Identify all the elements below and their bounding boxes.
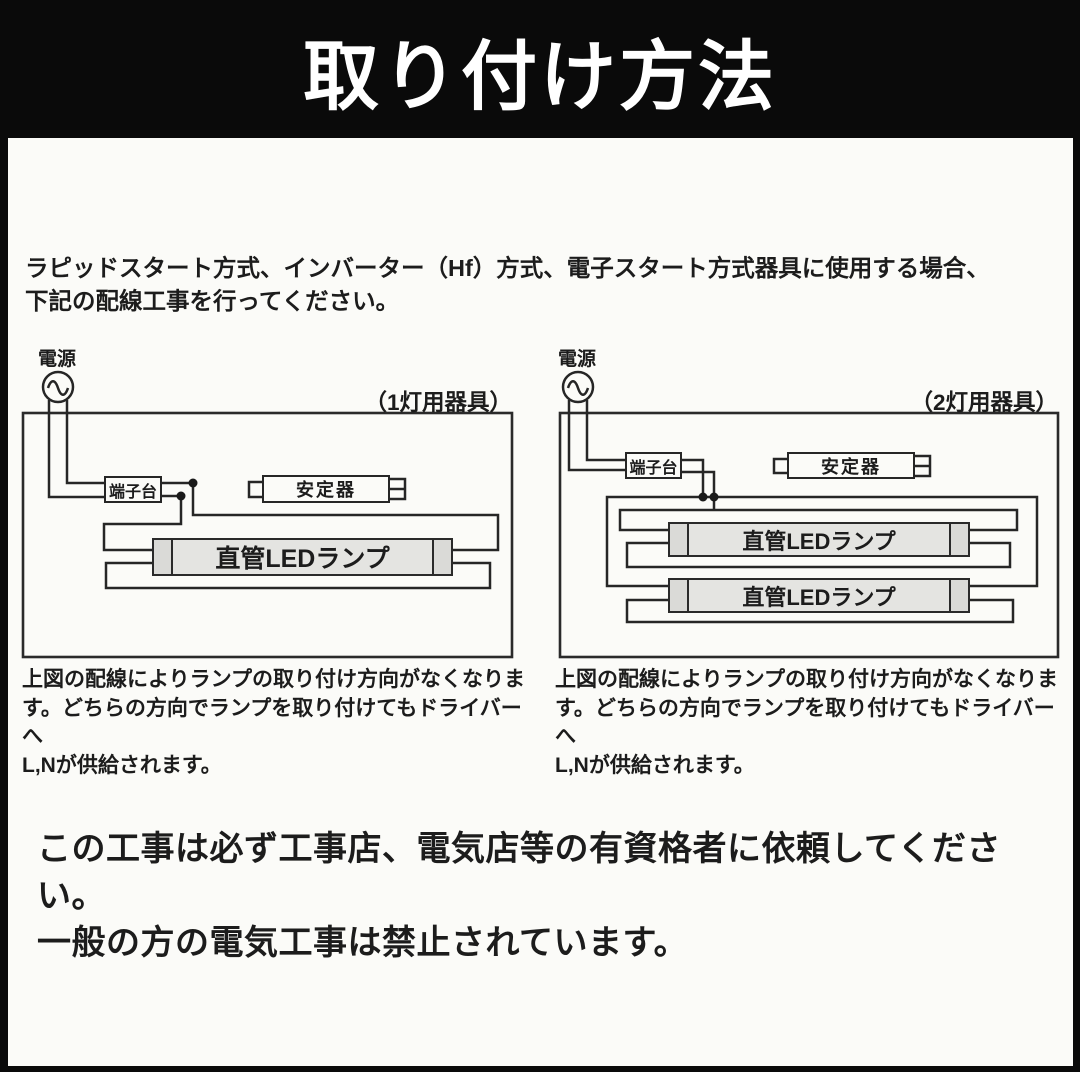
- power-label: 電源: [558, 349, 597, 370]
- terminal-block: 端子台: [625, 452, 682, 479]
- junction-dot: [176, 491, 186, 501]
- lamp-end-cap: [949, 580, 968, 611]
- lamp-end-cap: [670, 524, 689, 555]
- wire: [567, 400, 625, 472]
- led-lamp: 直管LEDランプ: [152, 538, 453, 576]
- ballast: 安定器: [787, 452, 915, 479]
- wire: [682, 458, 705, 497]
- lamp-end-cap: [670, 580, 689, 611]
- junction-dot: [709, 492, 719, 502]
- diagram-caption: 上図の配線によりランプの取り付け方向がなくなりま す。どちらの方向でランプを取り…: [22, 668, 525, 777]
- title-bar: 取り付け方法: [0, 0, 1080, 138]
- led-lamp-1: 直管LEDランプ: [668, 522, 970, 557]
- frame-left: [0, 138, 8, 1072]
- led-lamp-2: 直管LEDランプ: [668, 578, 970, 613]
- ac-source-icon: [561, 370, 595, 404]
- lamp-end-cap: [154, 540, 173, 574]
- terminal-block: 端子台: [104, 476, 162, 503]
- fixture-type-label: （1灯用器具）: [364, 390, 512, 415]
- fixture-type-label: （2灯用器具）: [910, 390, 1058, 415]
- diagram-caption: 上図の配線によりランプの取り付け方向がなくなりま す。どちらの方向でランプを取り…: [555, 668, 1058, 777]
- ac-source-icon: [41, 370, 75, 404]
- fixture-enclosure-left: [21, 411, 514, 659]
- wire: [682, 470, 716, 510]
- wire: [65, 400, 104, 485]
- lamp-label: 直管LEDランプ: [215, 545, 390, 573]
- wire: [585, 400, 625, 462]
- lamp-label: 直管LEDランプ: [742, 584, 896, 610]
- page-title: 取り付け方法: [303, 35, 777, 120]
- lamp-end-cap: [432, 540, 451, 574]
- frame-bottom: [0, 1066, 1080, 1072]
- junction-dot: [698, 492, 708, 502]
- lamp-end-cap: [949, 524, 968, 555]
- intro-text: ラピッドスタート方式、インバーター（Hf）方式、電子スタート方式器具に使用する場…: [25, 255, 990, 314]
- frame-right: [1073, 138, 1080, 1072]
- power-label: 電源: [38, 349, 77, 370]
- ballast: 安定器: [262, 475, 390, 503]
- warning-text: この工事は必ず工事店、電気店等の有資格者に依頼してください。 一般の方の電気工事…: [37, 830, 1001, 962]
- junction-dot: [188, 478, 198, 488]
- wire: [47, 400, 104, 499]
- lamp-label: 直管LEDランプ: [742, 528, 896, 554]
